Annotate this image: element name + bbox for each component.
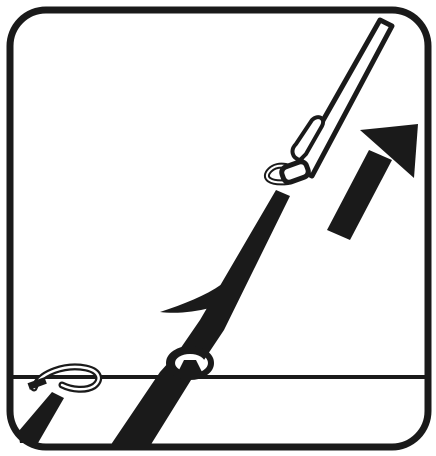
strap-tension-pull-icon <box>0 0 436 456</box>
